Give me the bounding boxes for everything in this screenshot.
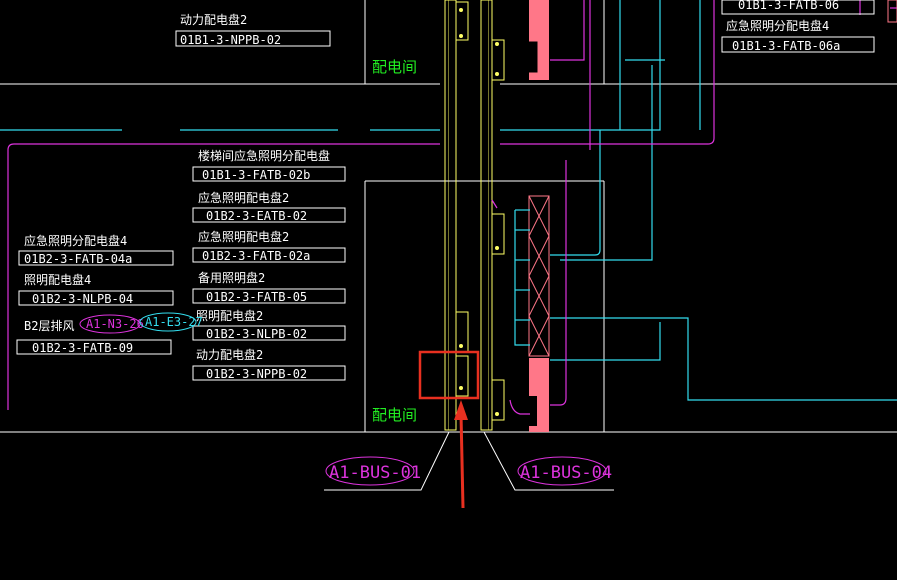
- bus-tag-ellipse[interactable]: [517, 456, 607, 486]
- plug-markers: [459, 8, 499, 416]
- panel-code: 01B2-3-FATB-04a: [24, 252, 132, 266]
- busway-risers: [444, 0, 505, 431]
- panel-name: 应急照明配电盘2: [198, 229, 289, 244]
- fan-tag-ellipse[interactable]: [79, 314, 141, 334]
- panel-labels-top-right: 01B1-3-FATB-06 应急照明分配电盘4 01B1-3-FATB-06a: [721, 0, 875, 53]
- plug-box[interactable]: [455, 1, 469, 41]
- annotation-highlight: [418, 350, 480, 509]
- panel-code-box[interactable]: [18, 250, 174, 266]
- bus-tags: A1-BUS-01 A1-BUS-04: [325, 456, 612, 486]
- panel-name: 楼梯间应急照明分配电盘: [198, 148, 330, 163]
- plug-box[interactable]: [491, 213, 505, 255]
- plug-box[interactable]: [491, 379, 505, 421]
- bus-tag-right: A1-BUS-04: [520, 463, 612, 483]
- fan-tags: A1-N3-26 A1-E3-27: [79, 312, 203, 334]
- panel-name: B2层排风: [24, 319, 74, 333]
- panel-name: 应急照明分配电盘4: [24, 233, 127, 248]
- distribution-panels-right: [528, 0, 550, 432]
- plug-box[interactable]: [491, 39, 505, 81]
- panel-code: 01B2-3-FATB-02a: [202, 249, 310, 263]
- highlight-arrow-head: [454, 400, 468, 420]
- crossed-panels[interactable]: [528, 195, 550, 357]
- panel-code-box[interactable]: [192, 247, 346, 263]
- panel-name: 动力配电盘2: [180, 12, 247, 27]
- plug-box[interactable]: [455, 355, 469, 397]
- panel-code: 01B2-3-FATB-09: [32, 341, 133, 355]
- fan-tag-magenta: A1-N3-26: [86, 317, 144, 331]
- bus-tag-ellipse[interactable]: [325, 456, 415, 486]
- panel-code: 01B2-3-NPPB-02: [206, 367, 307, 381]
- panel-name: 备用照明盘2: [198, 270, 265, 285]
- panel-code: 01B1-3-FATB-02b: [202, 168, 310, 182]
- panel-code: 01B2-3-NLPB-02: [206, 327, 307, 341]
- busway-riser-right[interactable]: [480, 0, 493, 431]
- magenta-cables: [7, 0, 897, 415]
- panel-name: 照明配电盘4: [24, 272, 91, 287]
- panel-code-box[interactable]: [175, 30, 331, 47]
- cyan-cables: [0, 0, 897, 401]
- bus-tag-left: A1-BUS-01: [329, 463, 421, 483]
- panel-name: 照明配电盘2: [196, 308, 263, 323]
- panel-code-box[interactable]: [192, 365, 346, 381]
- panel-name: 应急照明分配电盘4: [726, 18, 829, 33]
- panel-code: 01B1-3-FATB-06a: [732, 39, 840, 53]
- highlight-box[interactable]: [418, 350, 480, 400]
- fan-tag-ellipse[interactable]: [139, 312, 197, 332]
- panel-code: 01B2-3-EATB-02: [206, 209, 307, 223]
- panel-code: 01B1-3-FATB-06: [738, 0, 839, 12]
- panel-code: 01B2-3-FATB-05: [206, 290, 307, 304]
- panel-code-box[interactable]: [18, 290, 174, 306]
- room-label-bottom: 配电间: [372, 406, 417, 424]
- panel-box[interactable]: [887, 0, 897, 23]
- room-label-top: 配电间: [372, 58, 417, 76]
- fan-tag-cyan: A1-E3-27: [145, 315, 203, 329]
- panel-labels-top: 动力配电盘2 01B1-3-NPPB-02: [175, 12, 331, 47]
- panel-code-box[interactable]: [192, 288, 346, 304]
- panel-code-box[interactable]: [192, 325, 346, 341]
- panel-code-box[interactable]: [192, 207, 346, 223]
- panel-labels-left: 应急照明分配电盘4 01B2-3-FATB-04a 照明配电盘4 01B2-3-…: [16, 233, 174, 355]
- panel-code: 01B1-3-NPPB-02: [180, 33, 281, 47]
- panel-code-box[interactable]: [721, 36, 875, 53]
- highlight-arrow-shaft: [459, 413, 465, 509]
- panel-name: 应急照明配电盘2: [198, 190, 289, 205]
- panel-name: 动力配电盘2: [196, 347, 263, 362]
- panel-code-box[interactable]: [721, 0, 875, 15]
- panel-code-box[interactable]: [192, 166, 346, 182]
- panel-code-box[interactable]: [16, 339, 172, 355]
- busway-riser-left[interactable]: [444, 0, 457, 431]
- panel-labels-center: 楼梯间应急照明分配电盘 01B1-3-FATB-02b 应急照明配电盘2 01B…: [192, 148, 346, 381]
- bus-leaders: [324, 431, 614, 491]
- panel-code: 01B2-3-NLPB-04: [32, 292, 133, 306]
